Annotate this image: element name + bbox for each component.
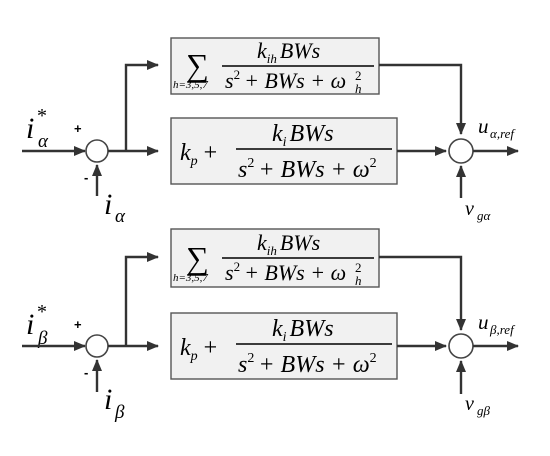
alpha-plus-sign: +: [74, 121, 82, 136]
svg-text:gβ: gβ: [477, 403, 491, 418]
svg-text:β,ref: β,ref: [489, 322, 516, 337]
svg-text:u: u: [478, 114, 489, 138]
beta-plus-sign: +: [74, 317, 82, 332]
beta-branch-to-harmonic: [124, 252, 159, 346]
svg-text:s2+ BWs + ω2: s2+ BWs + ω2: [238, 156, 377, 183]
svg-text:s2+ BWs + ω: s2+ BWs + ω: [225, 67, 346, 93]
svg-text:i: i: [104, 383, 112, 416]
beta-reference-label: i β *: [26, 301, 48, 349]
svg-text:h: h: [355, 81, 362, 96]
beta-pr-controller-block: [170, 312, 398, 380]
beta-reference-voltage-label: u β,ref: [478, 310, 516, 337]
beta-output-summing-junction: [448, 333, 474, 359]
alpha-harmonic-output-wire: [379, 63, 466, 135]
svg-text:h: h: [355, 273, 362, 288]
svg-text:v: v: [465, 198, 474, 220]
svg-text:*: *: [37, 301, 47, 323]
svg-text:∑: ∑: [186, 240, 209, 276]
svg-text:β: β: [114, 402, 125, 423]
alpha-feedback-label: i α: [104, 188, 126, 227]
alpha-reference-voltage-label: u α,ref: [478, 114, 516, 141]
svg-text:2: 2: [355, 260, 362, 275]
svg-text:h=3,5,7: h=3,5,7: [173, 272, 208, 284]
svg-text:v: v: [465, 393, 474, 415]
alpha-pr-controller-block: [170, 117, 398, 185]
svg-text:kp+: kp+: [180, 335, 217, 364]
svg-text:β: β: [37, 328, 48, 349]
beta-feedback-label: i β: [104, 383, 125, 423]
beta-harmonic-output-wire: [379, 255, 466, 331]
svg-text:s2+ BWs + ω: s2+ BWs + ω: [225, 259, 346, 285]
svg-text:h=3,5,7: h=3,5,7: [173, 79, 208, 91]
svg-text:i: i: [104, 188, 112, 221]
beta-error-summing-junction: [85, 334, 109, 358]
alpha-output-summing-junction: [448, 138, 474, 164]
svg-text:i: i: [26, 308, 34, 341]
svg-text:∑: ∑: [186, 47, 209, 83]
svg-text:i: i: [26, 112, 34, 145]
alpha-reference-label: i α *: [26, 105, 49, 152]
alpha-grid-voltage-label: v gα: [465, 198, 492, 223]
svg-text:u: u: [478, 310, 489, 334]
svg-text:α: α: [38, 131, 49, 152]
svg-text:s2+ BWs + ω2: s2+ BWs + ω2: [238, 351, 377, 378]
svg-text:2: 2: [355, 68, 362, 83]
beta-grid-voltage-label: v gβ: [465, 393, 491, 418]
svg-text:kp+: kp+: [180, 140, 217, 169]
svg-text:α,ref: α,ref: [490, 126, 516, 141]
alpha-error-summing-junction: [85, 139, 109, 163]
svg-text:α: α: [115, 206, 126, 227]
svg-text:gα: gα: [477, 208, 492, 223]
svg-text:*: *: [37, 105, 47, 127]
beta-minus-sign: -: [84, 365, 88, 380]
alpha-minus-sign: -: [84, 170, 88, 185]
alpha-branch-to-harmonic: [124, 60, 159, 151]
